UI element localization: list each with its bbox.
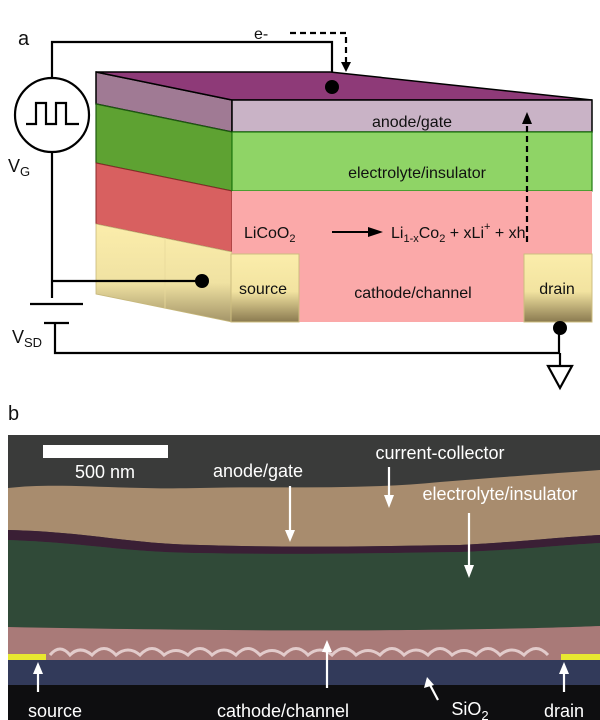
drain-contact-yellow [561, 654, 600, 660]
source-contact-yellow [8, 654, 46, 660]
reaction-arrowhead-icon [368, 227, 383, 237]
cathode-channel-label: cathode/channel [354, 285, 471, 302]
anode-front-face [231, 99, 593, 133]
sem-sio2-label: SiO2 [451, 699, 488, 720]
gate-wire [50, 40, 334, 84]
sem-image [8, 435, 600, 720]
ground-icon [546, 364, 574, 391]
cathode-layer [8, 626, 600, 660]
svg-text:Li1-xCo2 + xLi+ + xh: Li1-xCo2 + xLi+ + xh [391, 221, 526, 245]
electrolyte-front-face [231, 131, 593, 192]
source-label: source [239, 281, 287, 298]
product-li: Li [391, 225, 403, 242]
scale-bar [43, 445, 168, 458]
gate-contact-dot [325, 80, 339, 94]
panel-a-label: a [18, 28, 30, 50]
electrolyte-layer [8, 540, 600, 631]
electrolyte-insulator-label: electrolyte/insulator [348, 165, 487, 182]
anode-layer [8, 470, 600, 547]
drain-contact-dot [553, 321, 567, 335]
electron-label: e- [254, 26, 268, 43]
square-wave-icon [26, 101, 79, 126]
drain-label: drain [539, 281, 575, 298]
sem-source-label: source [28, 701, 82, 720]
anode-gate-label: anode/gate [372, 114, 452, 131]
electron-flow-arrow [290, 31, 348, 64]
svg-text:LiCoO2: LiCoO2 [244, 225, 295, 245]
vsd-label: VSD [12, 327, 42, 350]
current-collector-interface [8, 530, 600, 554]
vg-label: VG [8, 156, 30, 179]
sem-drain-label: drain [544, 701, 584, 720]
scale-bar-label: 500 nm [75, 462, 135, 482]
panel-b-label: b [8, 403, 19, 425]
ion-arrowhead-icon [522, 112, 532, 124]
panel-b: b 500 nm anode/gate [8, 403, 600, 720]
pulse-source-icon [13, 76, 91, 154]
drain-wire [53, 323, 561, 355]
sem-cathode-label: cathode/channel [217, 701, 349, 720]
sem-current-collector-label: current-collector [375, 443, 504, 463]
reaction-equation: LiCoO2 Li1-xCo2 + xLi+ + xh [244, 221, 526, 245]
panel-a: a e- anode/gate electrolyte/insulator ca… [8, 26, 593, 391]
sem-electrolyte-label: electrolyte/insulator [422, 484, 577, 504]
sio2-layer [8, 660, 600, 685]
electron-arrowhead-icon [341, 62, 351, 72]
reactant: LiCoO [244, 225, 289, 242]
source-contact-dot [195, 274, 209, 288]
sem-anode-gate-label: anode/gate [213, 461, 303, 481]
source-contact [230, 253, 300, 323]
